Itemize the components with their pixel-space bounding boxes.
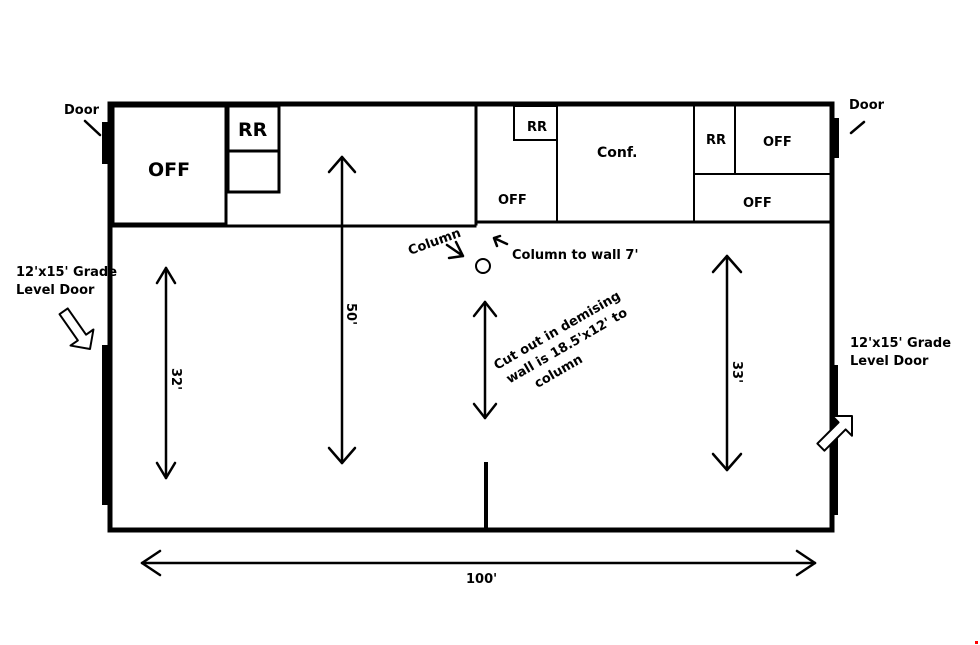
dimension-arrow-33 <box>711 254 743 472</box>
door-left-leader <box>83 119 102 137</box>
dimension-label-50: 50' <box>343 303 358 325</box>
column-marker <box>475 258 491 274</box>
cutout-note: Cut out in demising wall is 18.5'x12' to… <box>492 289 631 392</box>
dimension-arrow-100 <box>140 549 817 577</box>
dimension-arrow-50 <box>327 155 357 465</box>
grade-door-left-marker <box>102 345 108 505</box>
dimension-label-33: 33' <box>729 361 744 383</box>
office-right-top-label: OFF <box>763 135 792 150</box>
office-main-label: OFF <box>148 159 190 181</box>
grade-door-right-arrow <box>816 415 853 452</box>
door-right-label: Door <box>849 98 885 113</box>
dimension-label-32: 32' <box>168 368 183 390</box>
grade-door-left-label-line1: 12'x15' Grade <box>16 265 117 280</box>
office-mid-label: OFF <box>498 193 527 208</box>
dimension-label-100: 100' <box>466 572 497 587</box>
column-arrow-right-icon <box>492 234 509 248</box>
column-label: Column <box>406 226 463 259</box>
door-right-leader <box>849 120 866 135</box>
door-right-marker <box>833 118 839 158</box>
door-left-label: Door <box>64 103 100 118</box>
grade-door-right-label-line1: 12'x15' Grade <box>850 336 951 351</box>
corner-marker <box>975 641 978 644</box>
dimension-arrow-32 <box>155 266 177 480</box>
office-main-room <box>111 104 228 226</box>
door-left-marker <box>102 122 108 164</box>
outer-wall <box>107 101 835 533</box>
grade-door-left-label-line2: Level Door <box>16 283 95 298</box>
dimension-arrow-cutout <box>472 300 498 420</box>
grade-door-right-label-line2: Level Door <box>850 354 929 369</box>
grade-door-left-arrow <box>58 307 95 350</box>
column-to-wall-label: Column to wall 7' <box>512 248 638 263</box>
restroom-mid-label: RR <box>527 120 547 135</box>
conference-label: Conf. <box>597 145 638 161</box>
closet-left-room <box>226 149 281 194</box>
restroom-right-label: RR <box>706 133 726 148</box>
office-right-bottom-label: OFF <box>743 196 772 211</box>
column-arrow-left-icon <box>445 240 465 260</box>
restroom-left-label: RR <box>238 119 268 141</box>
